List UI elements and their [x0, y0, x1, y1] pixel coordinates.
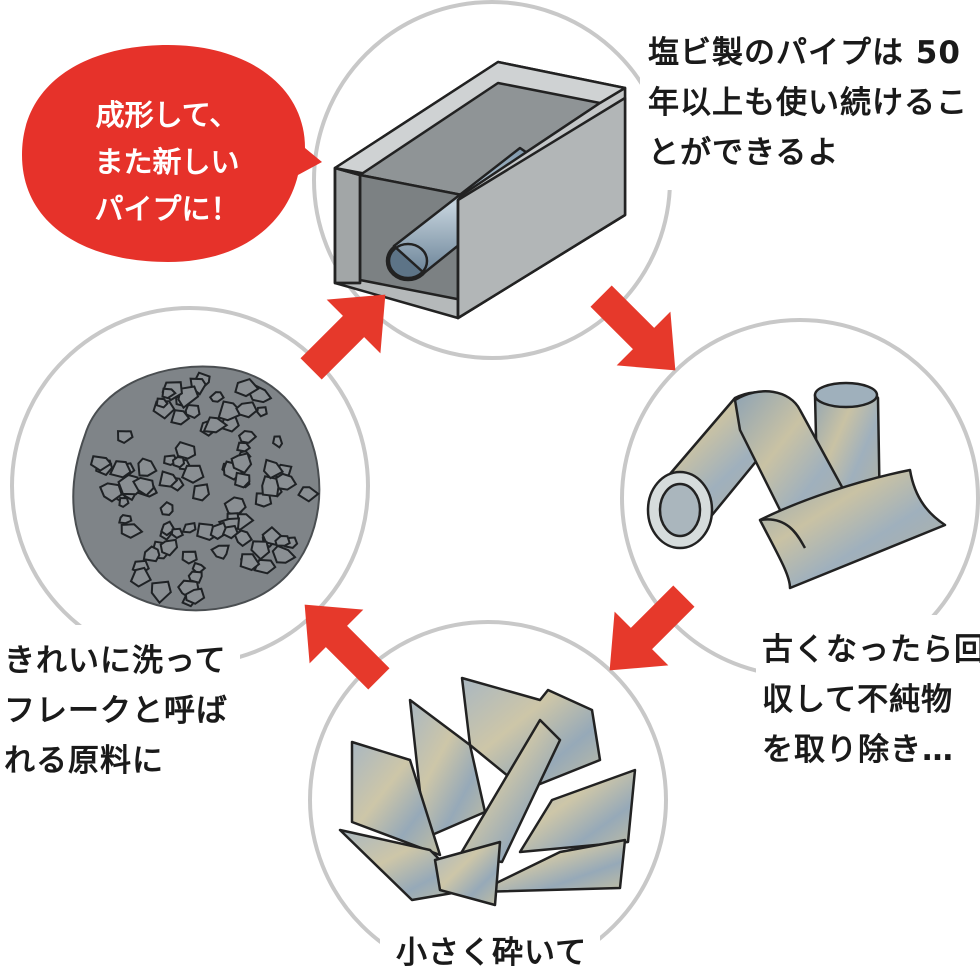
caption-bottom-line-1: 小さく砕いて: [396, 935, 588, 971]
flake: [170, 409, 191, 426]
cycle-arrow-icon: [304, 604, 390, 690]
pipe-in-trench-icon: [333, 60, 627, 320]
flake: [237, 429, 258, 444]
flake: [118, 496, 130, 509]
caption-top-line-1: 塩ビ製のパイプは 50: [648, 35, 961, 71]
speech-bubble: [22, 45, 322, 262]
caption-right-line-1: 古くなったら回: [762, 632, 980, 668]
flake: [250, 540, 271, 561]
flake: [189, 377, 207, 396]
flake: [256, 406, 268, 418]
flake: [158, 470, 179, 488]
flake: [120, 523, 144, 539]
caption-top-line-3: とができるよ: [648, 135, 840, 171]
cycle-arrow-icon: [609, 585, 695, 671]
caption-right-line-3: を取り除き…: [762, 732, 954, 768]
caption-left-line-2: フレークと呼ば: [4, 693, 228, 729]
flake: [274, 534, 291, 547]
flake: [171, 455, 186, 469]
flake: [161, 387, 177, 400]
flake: [184, 587, 206, 605]
flake: [202, 416, 229, 434]
old-pipes-icon: [646, 381, 947, 590]
flake: [274, 472, 298, 491]
flake: [262, 458, 285, 480]
flake: [181, 522, 197, 534]
flake: [89, 455, 113, 472]
flake: [271, 544, 297, 564]
caption-pipe-lifetime: 塩ビ製のパイプは 50 年以上も使い続けるこ とができるよ: [648, 28, 968, 178]
flake: [217, 400, 245, 422]
caption-left-line-1: きれいに洗って: [4, 643, 227, 679]
flake: [233, 471, 251, 489]
caption-crush: 小さく砕いて: [396, 928, 587, 978]
flake: [184, 403, 201, 420]
flake: [137, 457, 158, 477]
flake: [159, 500, 174, 516]
flake: [236, 441, 252, 453]
flake: [297, 486, 320, 503]
flake: [271, 435, 284, 449]
flake: [234, 377, 260, 398]
flake-pile-icon: [72, 365, 321, 612]
caption-left-line-3: れる原料に: [4, 743, 164, 779]
bubble-line-1: 成形して、: [95, 98, 239, 132]
bubble-line-3: パイプに！: [94, 192, 240, 226]
crushed-pieces-icon: [338, 676, 637, 907]
cycle-arrow-icon: [300, 294, 386, 380]
flake: [221, 524, 239, 540]
flake: [129, 566, 153, 588]
bubble-line-2: また新しい: [94, 145, 240, 179]
flake: [118, 514, 133, 525]
flake: [235, 401, 258, 419]
flake: [132, 476, 155, 497]
flake: [108, 460, 132, 479]
caption-top-line-2: 年以上も使い続けるこ: [648, 85, 968, 121]
flake: [230, 452, 253, 475]
cycle-arrows: [300, 285, 695, 690]
flake: [159, 538, 179, 557]
flake: [155, 397, 169, 409]
flake: [150, 580, 172, 605]
caption-wash-flakes: きれいに洗って フレークと呼ば れる原料に: [4, 636, 228, 786]
flake: [187, 570, 203, 584]
bubble-text: 成形して、 また新しい パイプに！: [62, 92, 272, 233]
cycle-arrow-icon: [590, 285, 676, 371]
ring-bottom: [308, 620, 668, 978]
flake: [208, 391, 225, 403]
flake: [191, 483, 210, 502]
flake: [142, 545, 161, 563]
flake: [181, 550, 198, 565]
caption-right-line-2: 収して不純物: [762, 682, 954, 718]
flake: [170, 527, 185, 540]
flake: [210, 544, 230, 560]
flake: [180, 464, 205, 484]
caption-collect-old-pipes: 古くなったら回 収して不純物 を取り除き…: [762, 625, 980, 775]
flake: [174, 441, 197, 460]
flake: [239, 553, 261, 572]
flake: [116, 430, 134, 445]
